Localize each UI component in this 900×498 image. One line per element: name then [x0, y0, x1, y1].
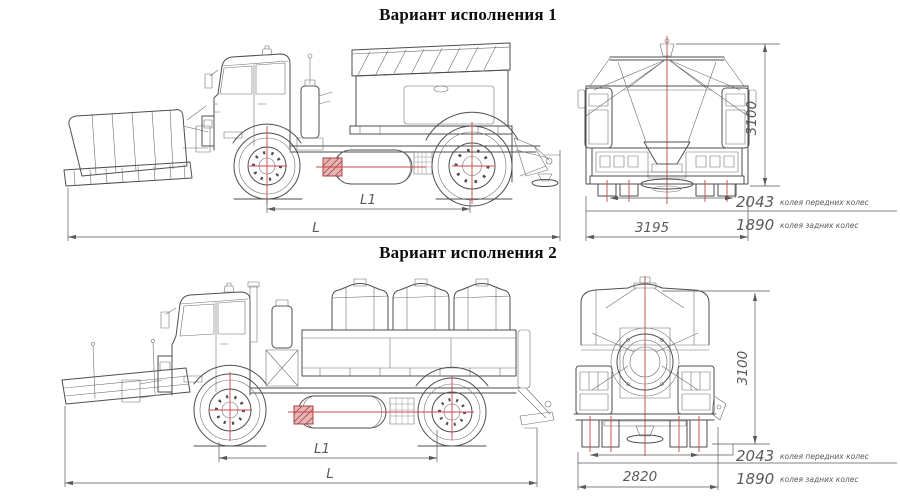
- fuel-tank: [293, 395, 415, 429]
- v2-width-label: 2820: [623, 469, 657, 485]
- v1-rear-track-caption: колея задних колес: [780, 221, 859, 230]
- container-tanks: [331, 278, 511, 331]
- truck-cab: [160, 281, 260, 396]
- v2-rear-track-value: 1890: [736, 470, 774, 488]
- variant1-rear-view: 3100 3195 2043 колея передних колес 1890: [577, 36, 897, 241]
- dimension-length-v2: L: [64, 406, 538, 487]
- wheel-centerlines: [210, 372, 474, 441]
- rear-body-panels: [573, 365, 727, 421]
- v1-rear-track-value: 1890: [736, 216, 774, 234]
- variant1-title: Вариант исполнения 1: [379, 5, 557, 24]
- pump-unit: [293, 405, 314, 425]
- track-labels-v2: 2043 колея передних колес 1890 колея зад…: [736, 447, 870, 488]
- track-labels-v1: 2043 колея передних колес 1890 колея зад…: [736, 193, 870, 234]
- rear-spinner-spreader: [511, 133, 561, 187]
- truck-cab: [204, 45, 291, 151]
- v1-height-label: 3100: [744, 101, 760, 135]
- chassis-frame: [249, 387, 521, 394]
- dimension-height-v2: 3100: [662, 290, 770, 445]
- dimension-wheelbase-v1: L1: [266, 192, 471, 213]
- beacon-icon: [261, 45, 273, 56]
- v1-front-track-value: 2043: [736, 193, 774, 211]
- v1-wheelbase-label: L1: [360, 192, 376, 208]
- rear-fender: [425, 111, 519, 141]
- rear-wheels: [597, 180, 737, 202]
- wheel-centerlines: [249, 122, 494, 204]
- v2-wheelbase-label: L1: [314, 441, 330, 457]
- spinner-spreader: [603, 420, 687, 444]
- chassis-frame: [289, 145, 541, 153]
- variant2-side-view: L1 L: [61, 278, 555, 487]
- v1-front-track-caption: колея передних колес: [780, 198, 870, 207]
- dimension-wheelbase-v2: L1: [218, 430, 438, 462]
- dimension-front-track-v2: [590, 444, 734, 458]
- v1-width-label: 3195: [635, 220, 669, 236]
- variant1-side-view: L1 L: [63, 42, 561, 241]
- beacon-icon: [223, 282, 235, 293]
- snow-plow-blade: [63, 105, 211, 187]
- spreader-hopper: [349, 42, 513, 135]
- dimension-front-track-v1: [610, 184, 736, 201]
- variant2-rear-view: 3100 2820 2043 колея передних колес 1890…: [573, 276, 897, 490]
- dimension-width-v1: 3195: [585, 196, 897, 241]
- front-fender: [232, 123, 302, 144]
- v1-length-label: L: [312, 220, 320, 236]
- rear-fender: [415, 366, 489, 387]
- cistern-rear: [580, 276, 710, 399]
- v2-front-track-caption: колея передних колес: [780, 452, 870, 461]
- dimension-height-v1: 3100: [676, 43, 780, 187]
- rear-equipment: [517, 329, 555, 429]
- hydraulic-equipment: [296, 53, 333, 151]
- rear-body-panels: [577, 87, 757, 185]
- v2-rear-track-caption: колея задних колес: [780, 475, 859, 484]
- v2-length-label: L: [326, 466, 334, 482]
- variant2-title: Вариант исполнения 2: [379, 243, 557, 262]
- spinner-disc: [626, 434, 664, 444]
- rear-wheels: [581, 416, 708, 452]
- dimension-length-v1: L: [67, 150, 561, 241]
- flatbed-platform: [301, 329, 517, 377]
- v2-height-label: 3100: [735, 351, 751, 385]
- v2-front-track-value: 2043: [736, 447, 774, 465]
- hydraulic-equipment: [265, 299, 299, 387]
- front-fender: [193, 364, 267, 385]
- snow-plow-lowered: [61, 339, 191, 405]
- dimension-width-v2: 2820: [577, 427, 897, 490]
